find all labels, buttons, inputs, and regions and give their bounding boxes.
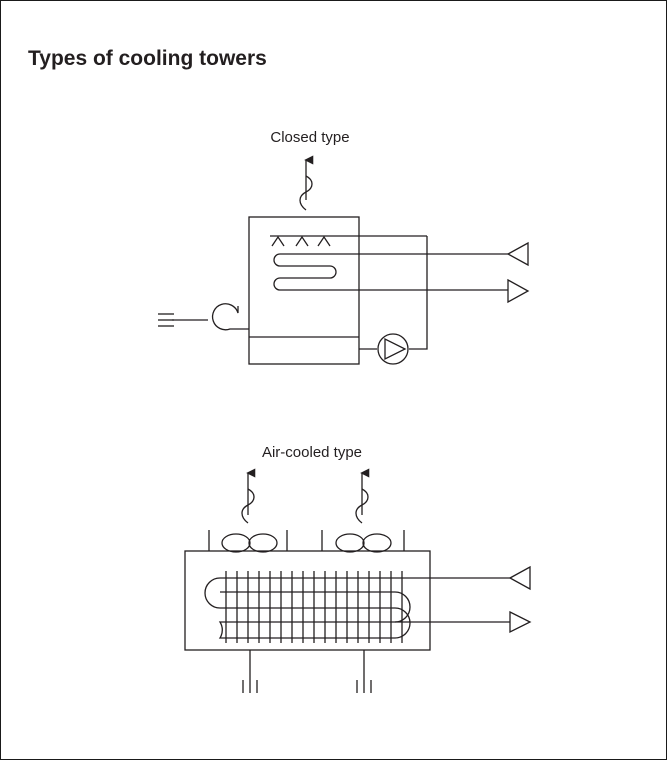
air-intake-right-icon (356, 680, 372, 693)
closed-outlet-arrow-icon (507, 278, 530, 304)
air-cooled-inlet-arrow-icon (508, 565, 531, 591)
closed-type-label: Closed type (270, 129, 349, 146)
closed-inlet-arrow-icon (506, 241, 529, 267)
blower-fan-icon (172, 303, 249, 331)
air-cooled-fan-shrouds (208, 530, 405, 551)
pump-icon (377, 333, 409, 365)
fan-icon-left (221, 533, 278, 553)
air-cooled-outlet-arrow-icon (509, 610, 532, 634)
closed-recirc-pipe (409, 236, 428, 350)
page-title: Types of cooling towers (28, 47, 267, 70)
air-cooled-coil-inner (220, 591, 411, 623)
air-cooled-type-label: Air-cooled type (262, 444, 362, 461)
closed-spray-nozzles (270, 235, 427, 247)
air-intake-icon (158, 313, 174, 327)
fan-icon-right (335, 533, 392, 553)
air-cooled-exhaust-arrow-left (241, 468, 256, 524)
air-cooled-type-diagram: Air-cooled type (184, 444, 532, 693)
closed-cooling-coil (273, 253, 508, 291)
air-intake-left-icon (242, 680, 258, 693)
air-cooled-casing (184, 550, 431, 651)
closed-exhaust-arrow (299, 155, 314, 211)
closed-type-diagram: Closed type (158, 129, 530, 365)
air-cooled-exhaust-arrow-right (355, 468, 370, 524)
air-cooled-coil-fins (225, 571, 403, 643)
air-cooled-coil (204, 577, 510, 639)
air-cooled-legs (249, 650, 365, 693)
